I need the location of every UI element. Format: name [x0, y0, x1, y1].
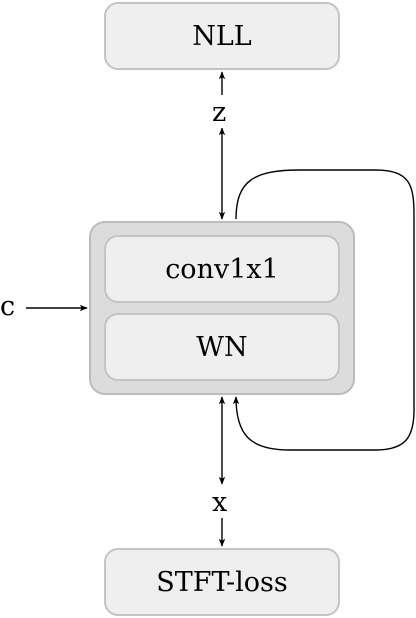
conv1x1-box: conv1x1 — [104, 235, 340, 303]
nll-box: NLL — [104, 2, 340, 70]
z-label: z — [212, 97, 227, 128]
conv1x1-label: conv1x1 — [165, 253, 279, 285]
wn-box: WN — [104, 313, 340, 381]
x-label: x — [212, 487, 228, 518]
c-label: c — [0, 291, 16, 322]
wn-label: WN — [196, 331, 248, 363]
stft-loss-label: STFT-loss — [156, 566, 288, 598]
feedback-loop — [232, 169, 415, 451]
stft-loss-box: STFT-loss — [104, 548, 340, 616]
nll-label: NLL — [192, 20, 252, 52]
